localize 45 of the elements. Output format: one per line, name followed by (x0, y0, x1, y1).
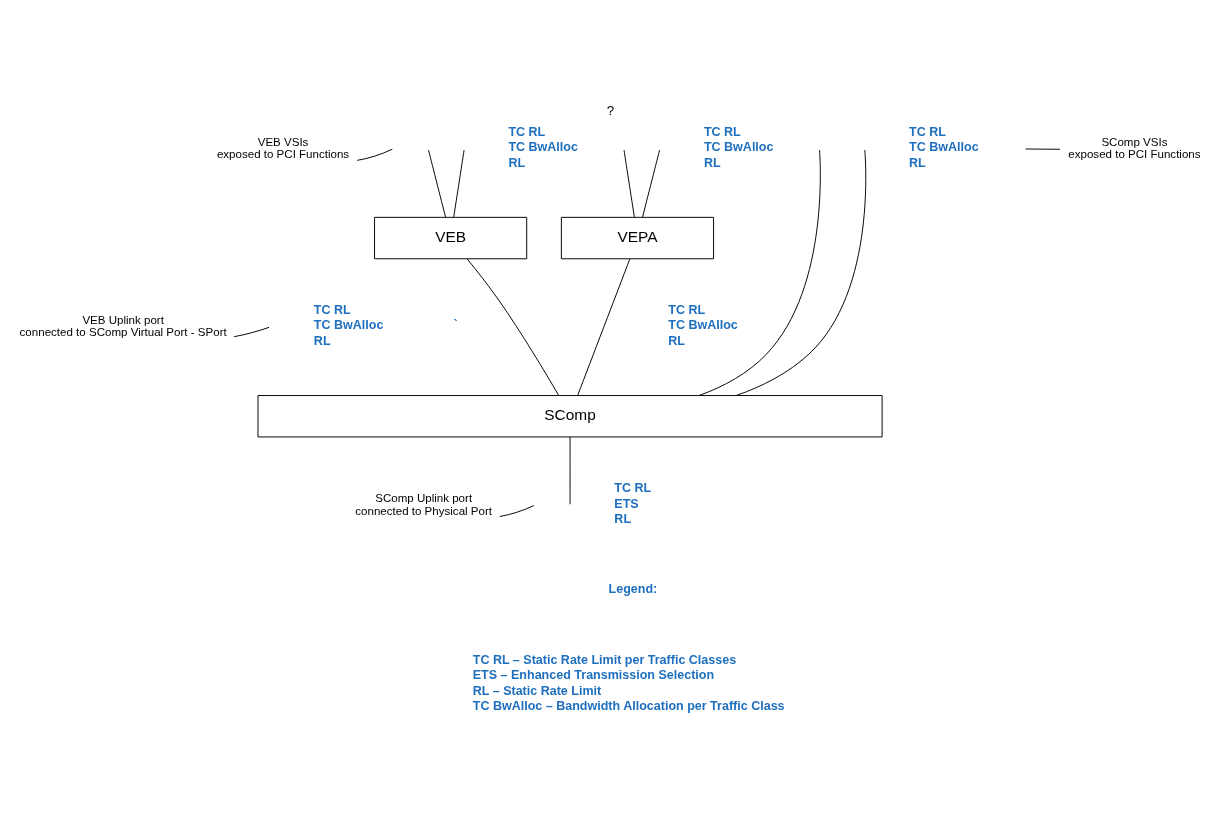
node-text: SComp Uplink port connected to Physical Port (355, 492, 493, 517)
connector (233, 326, 270, 338)
connector (499, 505, 535, 517)
label: RL – Static Rate Limit (472, 683, 602, 698)
label: TC BwAlloc (703, 140, 774, 155)
node-box: SComp (257, 395, 883, 438)
connector (642, 149, 661, 218)
connector (428, 149, 446, 218)
label: TC RL (508, 124, 546, 139)
diagram-title: ? (606, 102, 615, 118)
label: RL (313, 333, 331, 348)
label: TC RL (668, 303, 706, 318)
connector (735, 149, 867, 396)
label: TC BwAlloc (313, 318, 384, 333)
label: Legend: (608, 582, 658, 597)
label: RL (508, 155, 526, 170)
connector (569, 436, 571, 505)
label: RL (703, 155, 721, 170)
label: TC BwAlloc (508, 140, 578, 155)
node-box: VEPA (560, 216, 715, 260)
node-text: VEB VSIs exposed to PCI Functions (216, 135, 350, 161)
label: TC RL (703, 124, 741, 139)
label: RL (668, 333, 685, 348)
node-text: SComp VSIs exposed to PCI Functions (1068, 135, 1201, 161)
connector (698, 149, 821, 396)
label: TC BwAlloc – Bandwidth Allocation per Traffic Class (472, 698, 785, 713)
label: ETS (614, 496, 639, 511)
label: RL (909, 155, 926, 170)
label: TC RL – Static Rate Limit per Traffic Classes (472, 652, 737, 667)
node-text: VEB Uplink port connected to SComp Virtual Port - SPort (19, 313, 227, 339)
label: RL (614, 512, 632, 527)
label: ETS – Enhanced Transmission Selection (472, 668, 715, 683)
connector (577, 258, 631, 396)
connector (356, 148, 393, 161)
connector (1025, 148, 1061, 150)
node-box: VEB (374, 216, 528, 260)
label: TC BwAlloc (909, 140, 979, 155)
label: TC RL (909, 124, 946, 139)
label: TC RL (313, 303, 351, 318)
connector (466, 258, 560, 396)
connector (623, 149, 635, 218)
label: TC RL (614, 481, 652, 496)
label: ` (453, 318, 458, 333)
connector (453, 149, 465, 218)
label: TC BwAlloc (668, 318, 738, 333)
